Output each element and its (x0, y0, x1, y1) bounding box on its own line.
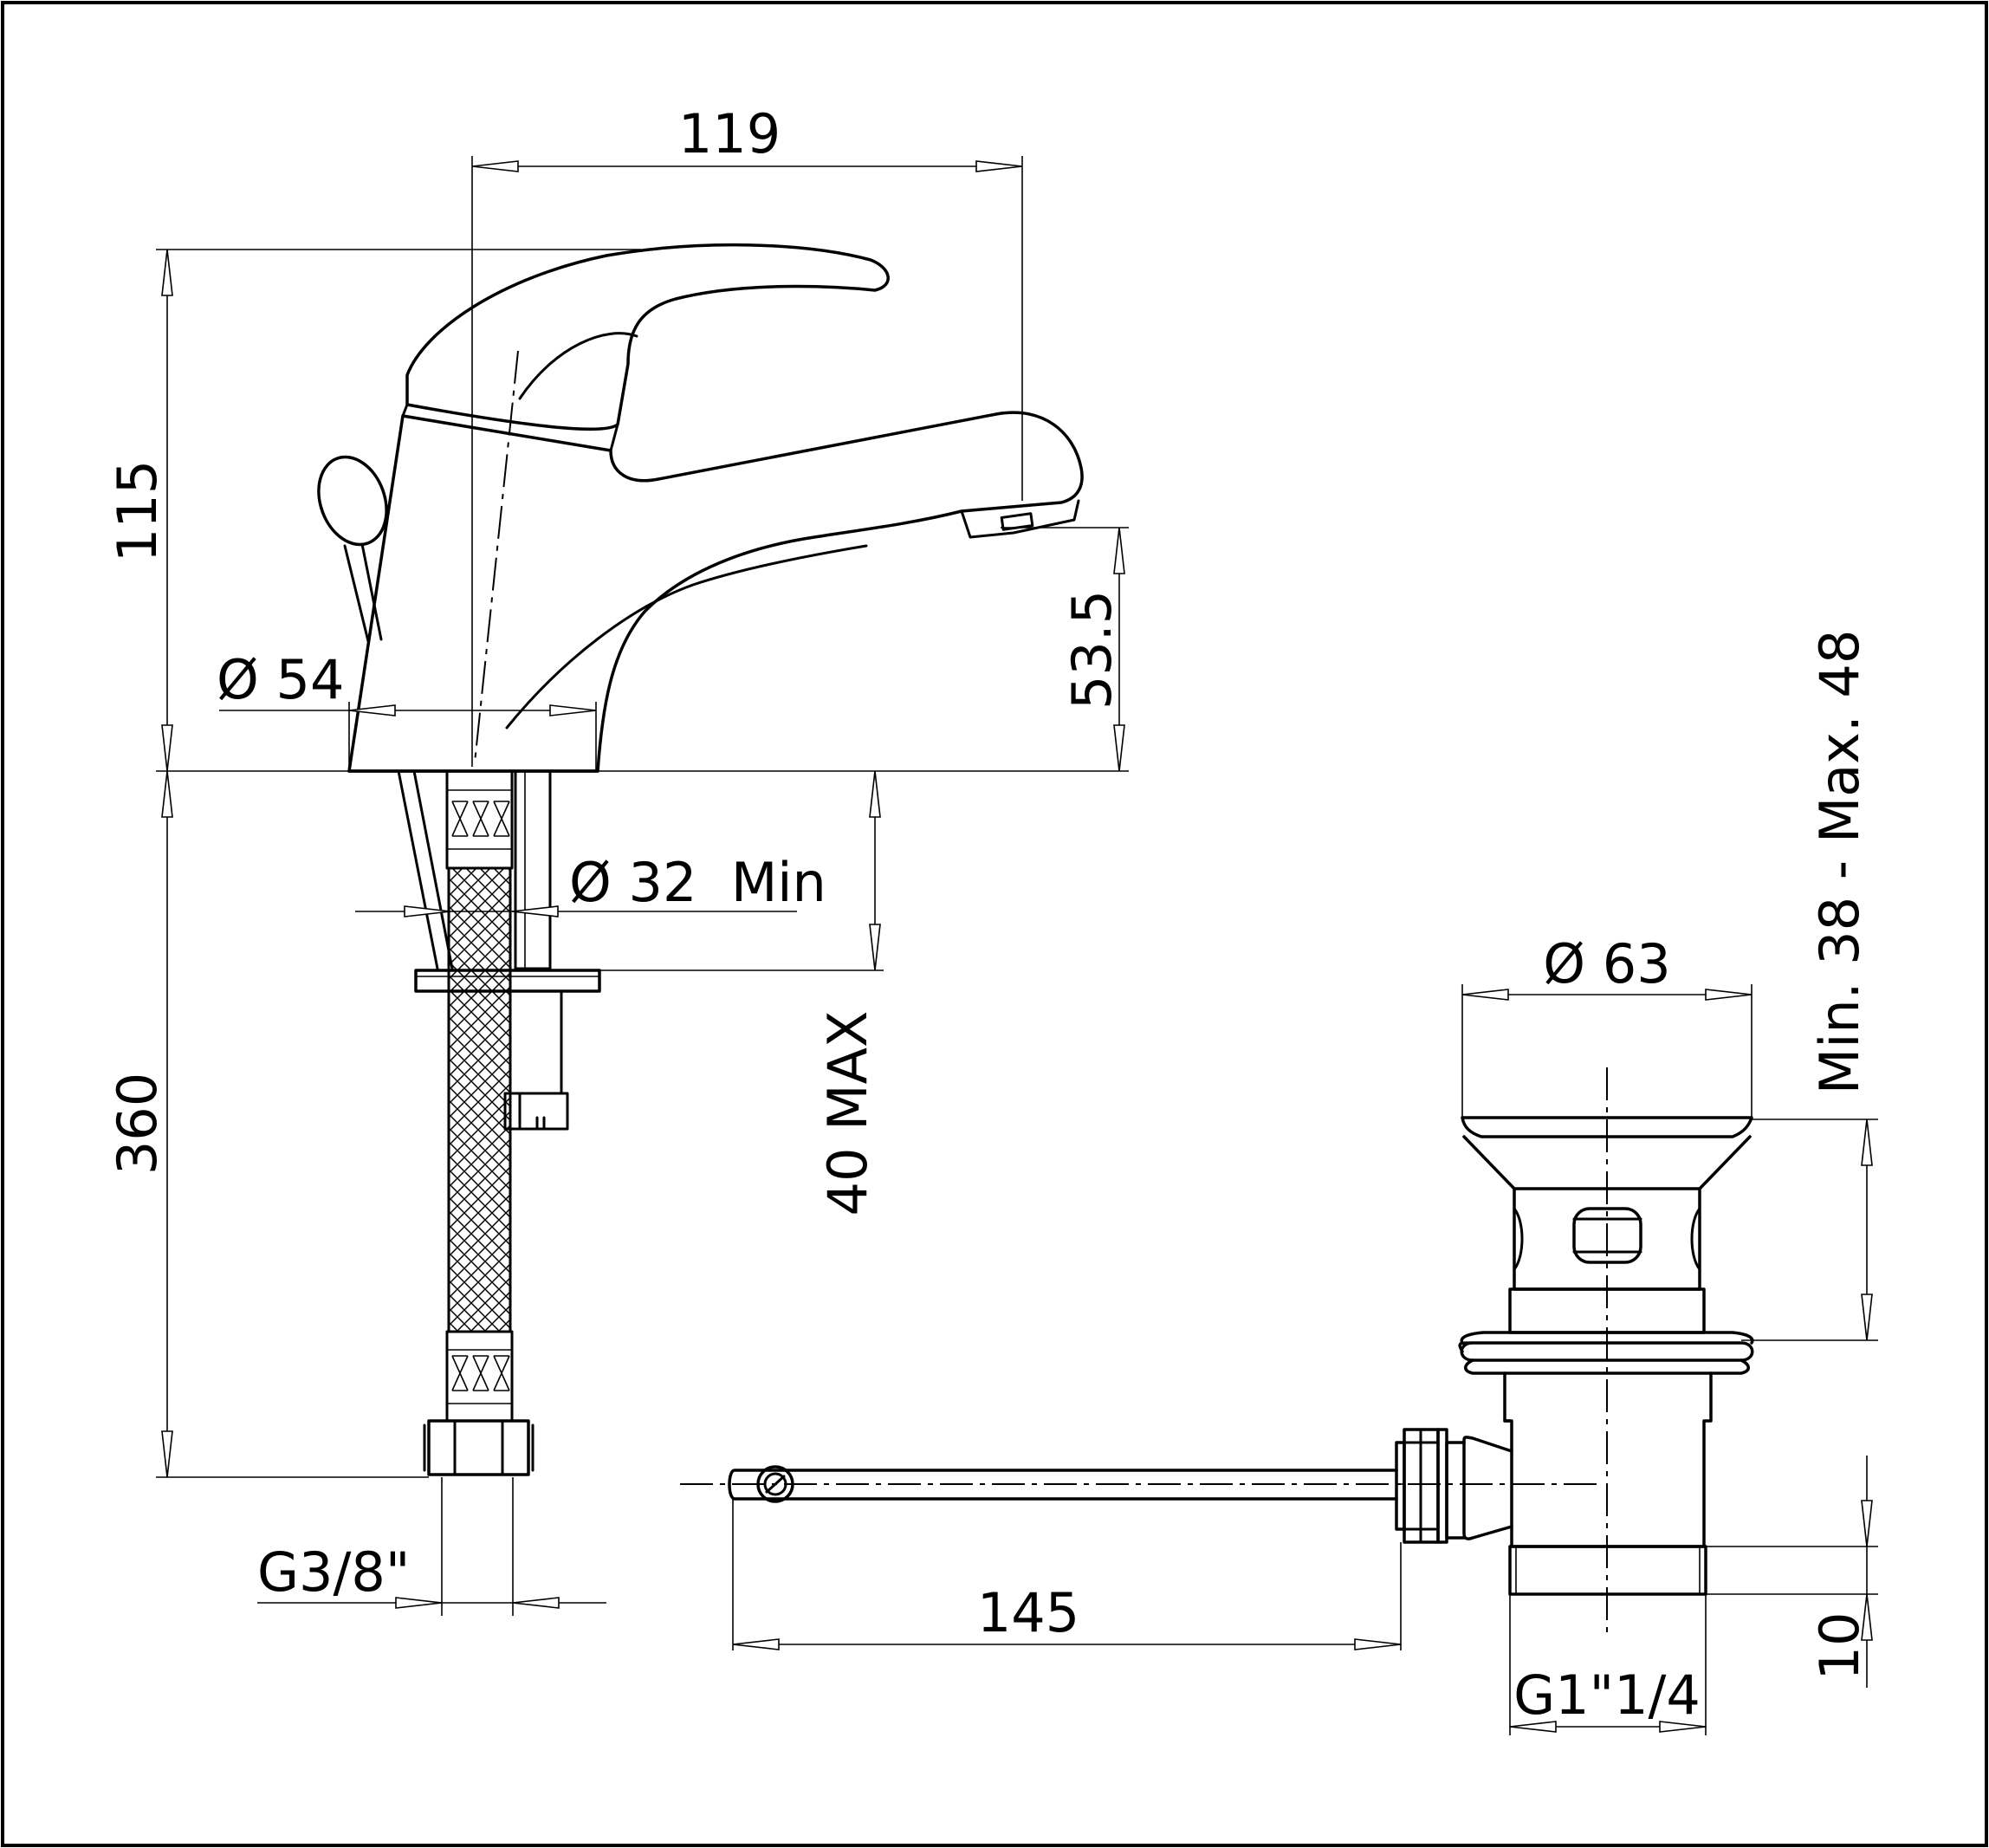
dim-115: 115 (106, 460, 169, 562)
threaded-stud (514, 769, 552, 970)
dim-g1-1-4: G1"1/4 (1513, 1663, 1701, 1727)
popup-rod (397, 769, 454, 970)
dim-360: 360 (106, 1073, 169, 1175)
waste-flange (1461, 1116, 1753, 1138)
popup-knob (317, 455, 388, 547)
dim-119: 119 (678, 102, 781, 165)
tap-body (347, 411, 1084, 773)
side-connector (1462, 1436, 1513, 1540)
waste-rod (728, 1469, 1398, 1501)
dim-145: 145 (977, 1581, 1079, 1644)
dim-diameter-32-min: Ø 32 Min (569, 851, 826, 914)
stud-nut (503, 989, 569, 1131)
dimension-lines (156, 156, 1878, 1735)
dim-10: 10 (1808, 1612, 1871, 1681)
dim-diameter-63: Ø 63 (1543, 932, 1670, 995)
mixer-tap (317, 243, 1084, 773)
lever-inner-curve (518, 332, 638, 400)
hose-nut (427, 1419, 530, 1476)
dim-diameter-54: Ø 54 (217, 648, 344, 711)
cartridge-axis (474, 350, 519, 763)
dim-min-38-max-48: Min. 38 - Max. 48 (1808, 630, 1871, 1095)
braided-hose (447, 866, 512, 1333)
aerator (960, 499, 1080, 539)
popup-waste (728, 1116, 1754, 1596)
lever-handle (405, 243, 890, 431)
overflow-slot (1572, 1207, 1642, 1264)
dim-53-5: 53.5 (1060, 590, 1124, 710)
dim-40-max: 40 MAX (816, 1011, 879, 1216)
mounting-plate (414, 969, 601, 993)
dim-g3-8: G3/8" (257, 1540, 410, 1604)
waste-washer (1458, 1341, 1754, 1362)
